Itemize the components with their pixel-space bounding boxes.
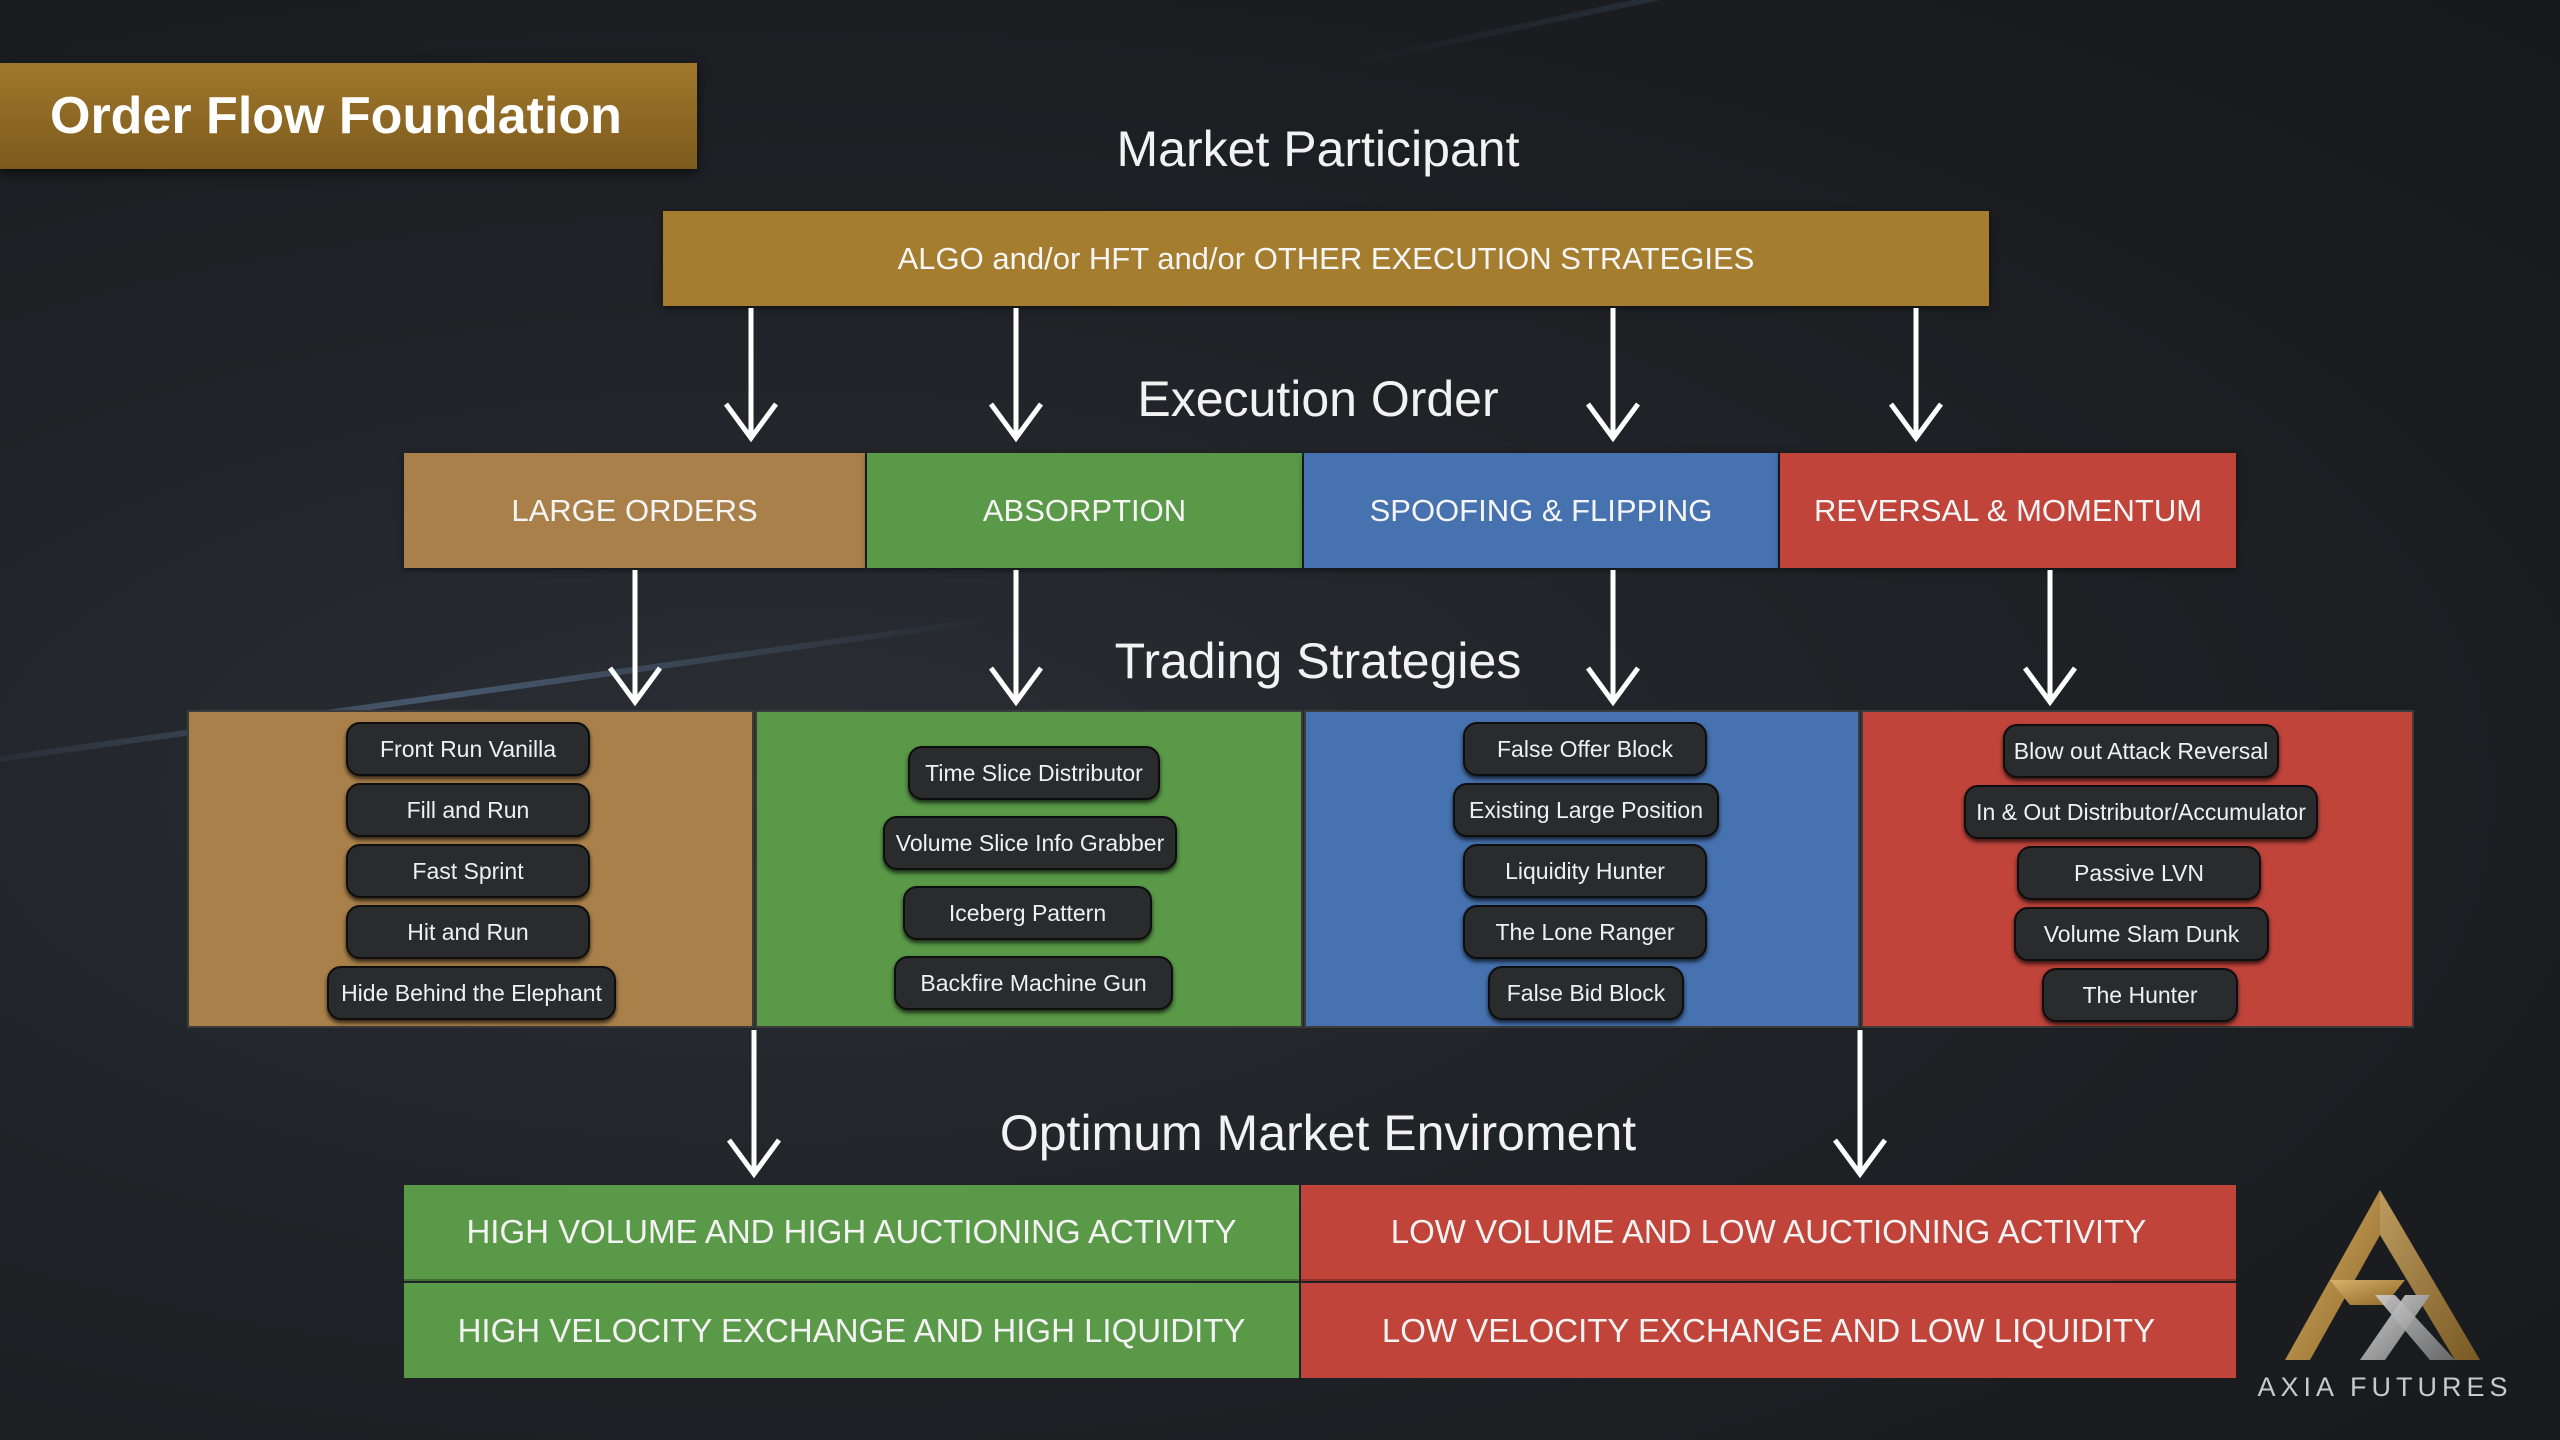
arrow-execution-4 — [2022, 570, 2078, 707]
background-streak — [1349, 0, 2231, 66]
strategies-panel-large-orders: Front Run Vanilla Fill and Run Fast Spri… — [187, 710, 754, 1028]
heading-trading-strategies: Trading Strategies — [1114, 633, 1522, 689]
strategy-pill: Fast Sprint — [346, 844, 590, 898]
env-low-velocity: LOW VELOCITY EXCHANGE AND LOW LIQUIDITY — [1301, 1283, 2236, 1378]
strategy-pill: Passive LVN — [2017, 846, 2261, 900]
arrow-strategies-left — [726, 1030, 782, 1179]
arrow-strategies-right — [1832, 1030, 1888, 1179]
execution-spoofing-flipping: SPOOFING & FLIPPING — [1304, 453, 1778, 568]
execution-reversal-momentum: REVERSAL & MOMENTUM — [1780, 453, 2236, 568]
heading-execution-order: Execution Order — [1137, 371, 1499, 427]
arrow-participant-4 — [1888, 308, 1944, 443]
env-high-velocity: HIGH VELOCITY EXCHANGE AND HIGH LIQUIDIT… — [404, 1283, 1299, 1378]
page-title: Order Flow Foundation — [50, 87, 622, 145]
strategy-pill: Time Slice Distributor — [908, 746, 1160, 800]
strategies-panel-absorption: Time Slice Distributor Volume Slice Info… — [755, 710, 1303, 1028]
strategy-pill: Hide Behind the Elephant — [327, 966, 616, 1020]
heading-market-participant: Market Participant — [1116, 121, 1520, 177]
strategy-pill: The Lone Ranger — [1463, 905, 1707, 959]
strategy-pill: Hit and Run — [346, 905, 590, 959]
strategy-pill: Backfire Machine Gun — [894, 956, 1173, 1010]
arrow-execution-1 — [607, 570, 663, 707]
execution-absorption: ABSORPTION — [867, 453, 1302, 568]
strategies-panel-spoofing: False Offer Block Existing Large Positio… — [1304, 710, 1860, 1028]
env-high-volume: HIGH VOLUME AND HIGH AUCTIONING ACTIVITY — [404, 1185, 1299, 1281]
axia-logo-icon — [2285, 1190, 2480, 1360]
arrow-participant-1 — [723, 308, 779, 443]
participant-bar: ALGO and/or HFT and/or OTHER EXECUTION S… — [663, 211, 1989, 306]
strategy-pill: Fill and Run — [346, 783, 590, 837]
strategies-panel-reversal: Blow out Attack Reversal In & Out Distri… — [1861, 710, 2414, 1028]
strategy-pill: Volume Slice Info Grabber — [883, 816, 1177, 870]
strategy-pill: Existing Large Position — [1453, 783, 1719, 837]
heading-optimum-environment: Optimum Market Enviroment — [999, 1105, 1637, 1161]
title-banner: Order Flow Foundation — [0, 63, 697, 169]
strategy-pill: Blow out Attack Reversal — [2003, 724, 2279, 778]
env-low-volume: LOW VOLUME AND LOW AUCTIONING ACTIVITY — [1301, 1185, 2236, 1281]
strategy-pill: Volume Slam Dunk — [2014, 907, 2269, 961]
strategy-pill: Front Run Vanilla — [346, 722, 590, 776]
logo-text: AXIA FUTURES — [2257, 1372, 2513, 1402]
strategy-pill: Liquidity Hunter — [1463, 844, 1707, 898]
strategy-pill: Iceberg Pattern — [903, 886, 1152, 940]
strategy-pill: The Hunter — [2042, 968, 2238, 1022]
strategy-pill: In & Out Distributor/Accumulator — [1964, 785, 2318, 839]
strategy-pill: False Bid Block — [1488, 966, 1684, 1020]
execution-large-orders: LARGE ORDERS — [404, 453, 865, 568]
strategy-pill: False Offer Block — [1463, 722, 1707, 776]
